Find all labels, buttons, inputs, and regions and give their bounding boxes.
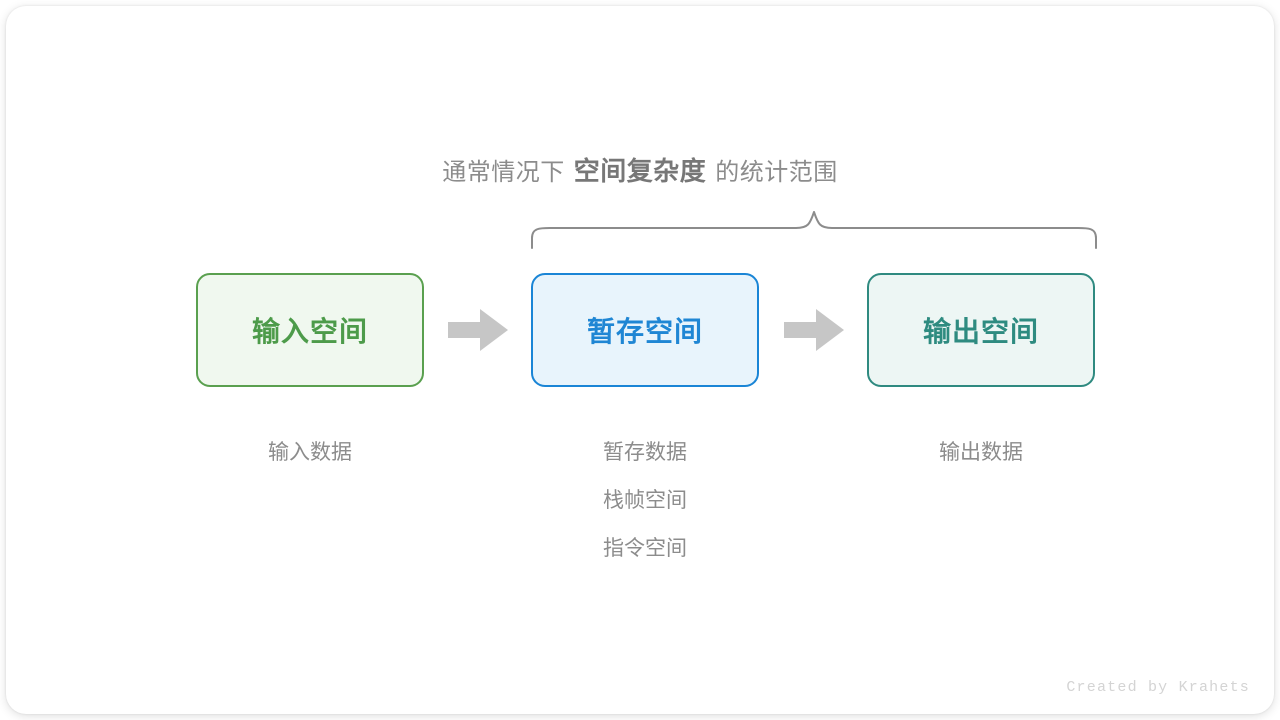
diagram-card: 通常情况下空间复杂度的统计范围 输入空间 暂存空间 输出空间 输入数据 暂存数据… [6,6,1274,714]
label-item: 栈帧空间 [603,489,687,512]
labels-input-space: 输入数据 [196,429,424,477]
box-input-space[interactable]: 输入空间 [196,273,424,387]
box-input-space-label: 输入空间 [251,316,368,347]
box-temp-space-label: 暂存空间 [586,316,703,347]
box-output-space[interactable]: 输出空间 [867,273,1095,387]
arrow-right-icon [784,309,844,351]
watermark-credit: Created by Krahets [1066,679,1250,696]
caption-prefix: 通常情况下 [442,159,565,186]
arrow-right-icon [448,309,508,351]
label-item: 暂存数据 [603,441,687,464]
labels-output-space: 输出数据 [867,429,1095,477]
curly-brace-up-icon [531,211,1097,249]
caption-emphasis: 空间复杂度 [573,156,707,186]
box-output-space-label: 输出空间 [922,316,1039,347]
label-item: 指令空间 [603,537,687,560]
label-item: 输出数据 [939,441,1023,464]
brace-caption: 通常情况下空间复杂度的统计范围 [6,154,1274,190]
label-item: 输入数据 [268,441,352,464]
box-temp-space[interactable]: 暂存空间 [531,273,759,387]
labels-temp-space: 暂存数据 栈帧空间 指令空间 [531,429,759,573]
caption-suffix: 的统计范围 [715,159,838,186]
